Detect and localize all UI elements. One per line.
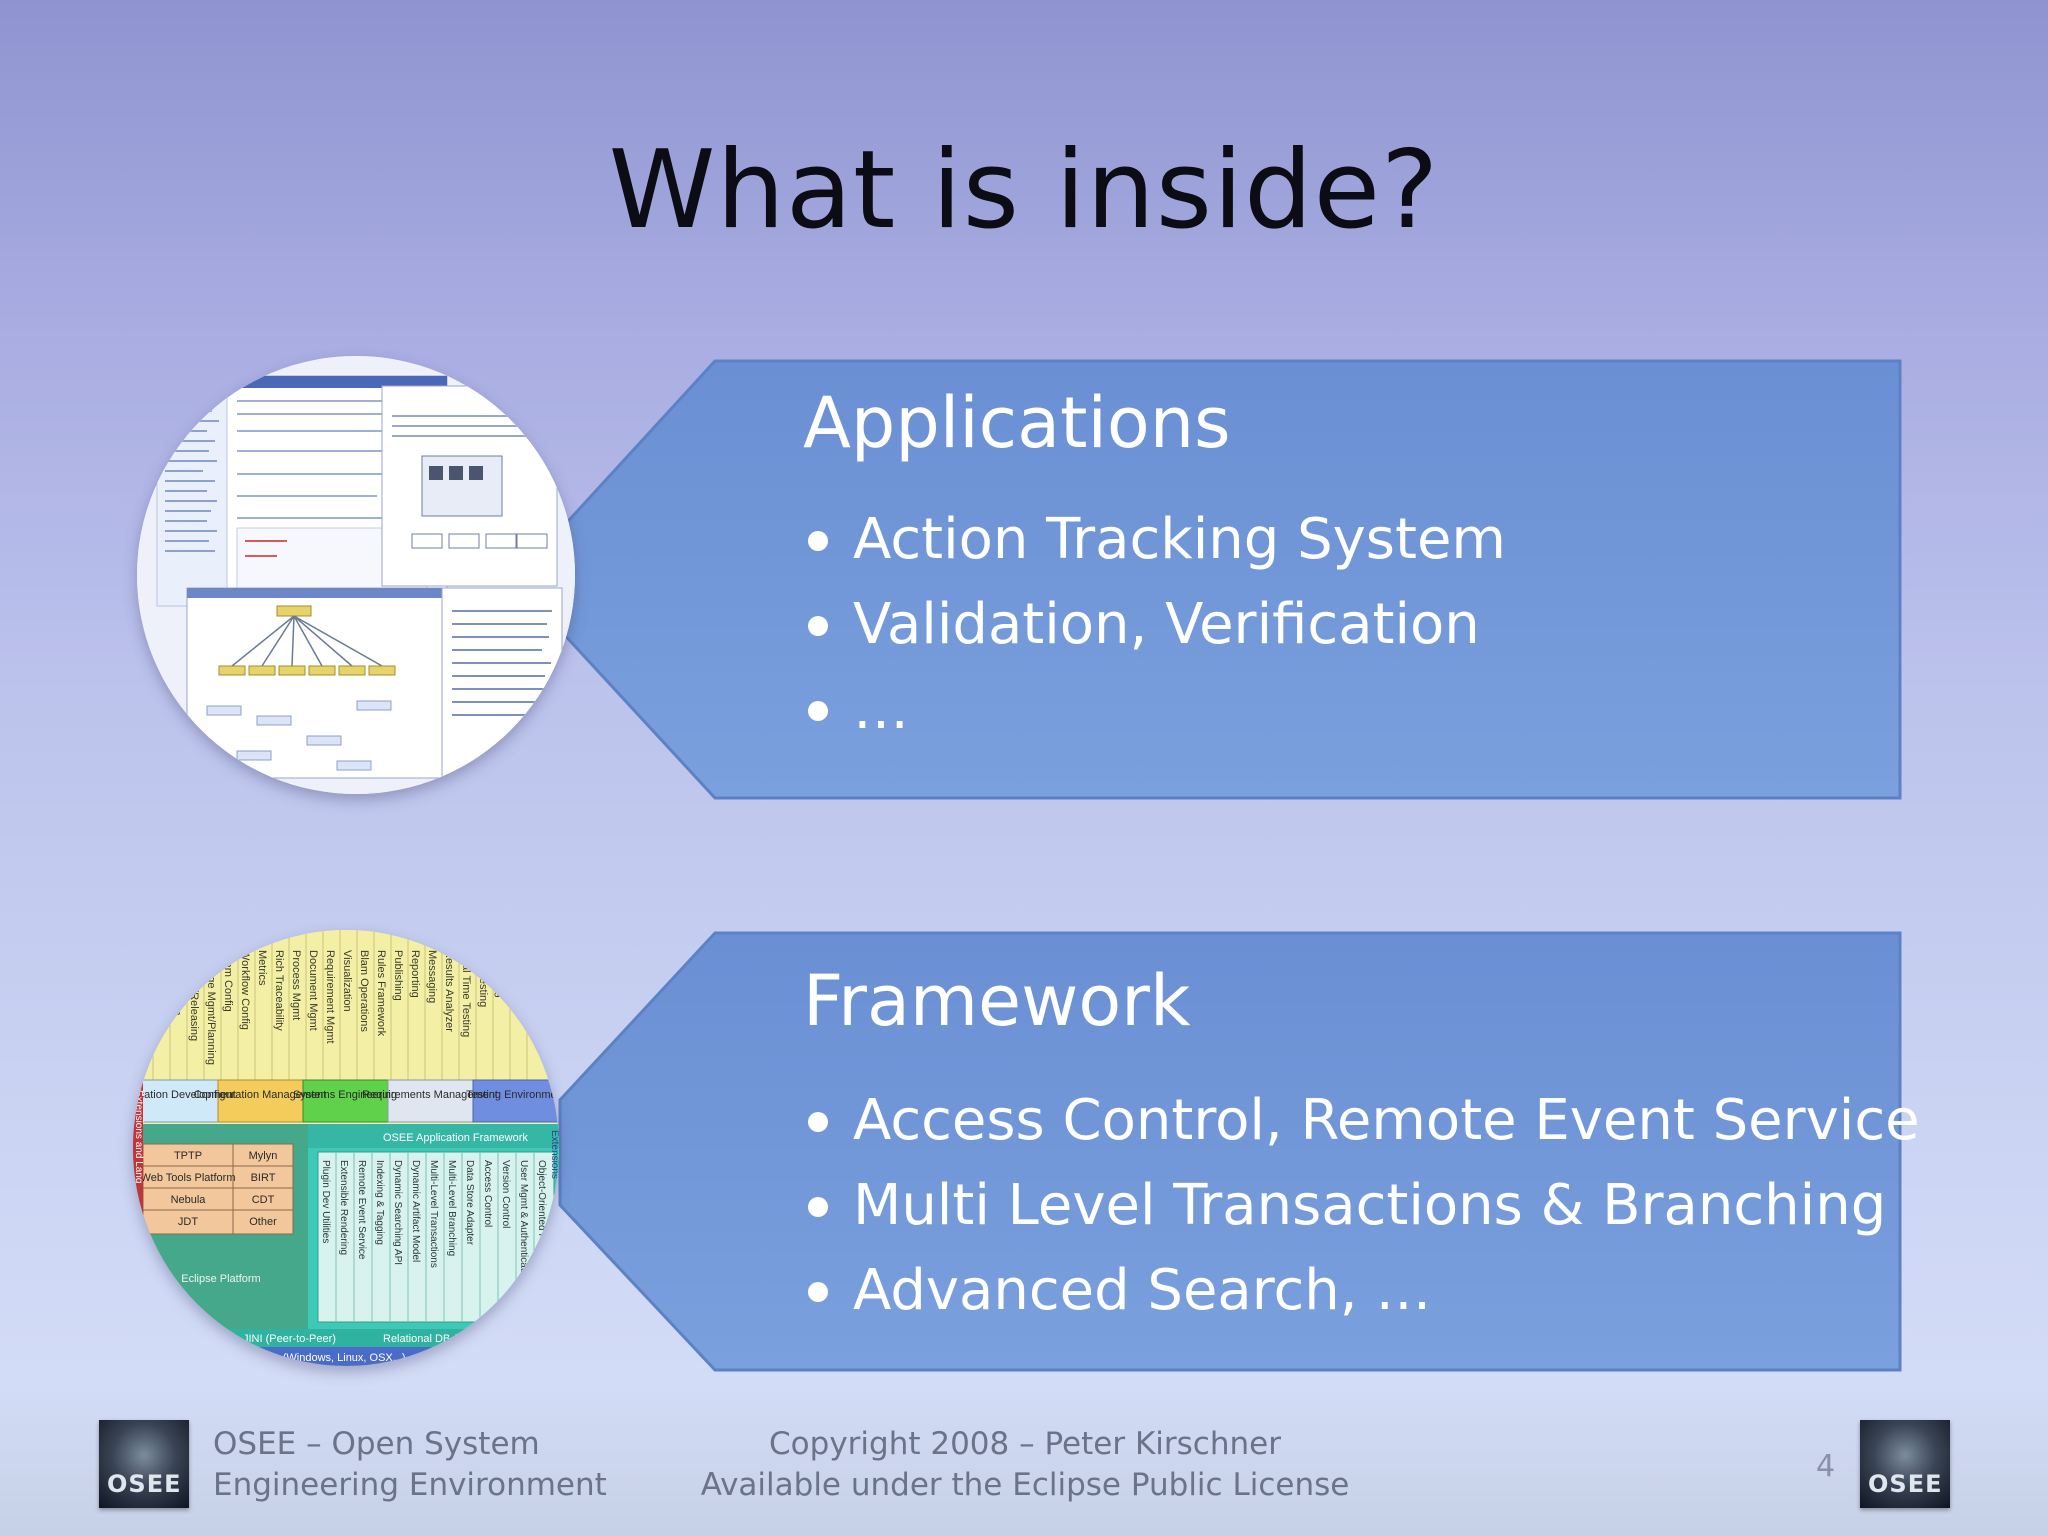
svg-text:OSEE Application Framework: OSEE Application Framework bbox=[383, 1132, 528, 1144]
svg-text:Indexing & Tagging: Indexing & Tagging bbox=[374, 1160, 385, 1245]
screenshot-collage-image bbox=[137, 356, 575, 794]
list-item: Access Control, Remote Event Service bbox=[803, 1078, 1920, 1163]
svg-text:Reporting: Reporting bbox=[409, 950, 421, 998]
svg-text:Plugin Dev Utilities: Plugin Dev Utilities bbox=[320, 1160, 331, 1243]
svg-text:Messaging: Messaging bbox=[426, 950, 438, 1003]
svg-text:User Mgmt & Authentication: User Mgmt & Authentication bbox=[518, 1160, 529, 1284]
footer-copyright: Copyright 2008 – Peter Kirschner Availab… bbox=[700, 1426, 1350, 1503]
framework-diagram-thumbnail: Scheduling Analyzer Security Reporting U… bbox=[133, 930, 559, 1366]
svg-text:Mylyn: Mylyn bbox=[249, 1150, 278, 1162]
svg-text:Multi-Level Branching: Multi-Level Branching bbox=[446, 1160, 457, 1256]
page-number: 4 bbox=[1816, 1449, 1836, 1484]
svg-text:Application Development: Application Development bbox=[133, 1089, 236, 1101]
svg-text:TPTP: TPTP bbox=[174, 1150, 202, 1162]
list-item: Validation, Verification bbox=[803, 582, 1506, 667]
svg-text:Nebula: Nebula bbox=[171, 1194, 207, 1206]
svg-text:Access Control: Access Control bbox=[482, 1160, 493, 1227]
list-item: Multi Level Transactions & Branching bbox=[803, 1163, 1920, 1248]
svg-text:Real Time Testing: Real Time Testing bbox=[460, 950, 472, 1037]
svg-text:CDT: CDT bbox=[252, 1194, 275, 1206]
svg-text:Dynamic Searching API: Dynamic Searching API bbox=[392, 1160, 403, 1265]
list-item: Advanced Search, … bbox=[803, 1248, 1920, 1333]
svg-text:Metrics: Metrics bbox=[256, 950, 268, 986]
svg-text:Extensions and Lang: Extensions and Lang bbox=[133, 1090, 144, 1183]
osee-logo-left: OSEE bbox=[99, 1420, 189, 1508]
list-item: Action Tracking System bbox=[803, 497, 1506, 582]
svg-text:Other: Other bbox=[249, 1216, 277, 1228]
svg-text:Web Tools Platform: Web Tools Platform bbox=[141, 1172, 236, 1184]
svg-text:Visualization: Visualization bbox=[341, 950, 353, 1012]
svg-text:JDT: JDT bbox=[178, 1216, 198, 1228]
svg-text:Blam Operations: Blam Operations bbox=[358, 950, 370, 1032]
svg-text:Data Store Adapter: Data Store Adapter bbox=[464, 1160, 475, 1246]
svg-text:Object-Oriented Persistence: Object-Oriented Persistence bbox=[536, 1160, 547, 1286]
svg-text:Workflow Config: Workflow Config bbox=[239, 950, 251, 1030]
framework-panel-shape bbox=[558, 931, 1902, 1372]
list-item: … bbox=[803, 667, 1506, 752]
svg-text:Multi-Level Transactions: Multi-Level Transactions bbox=[428, 1160, 439, 1268]
applications-heading: Applications bbox=[803, 382, 1231, 464]
svg-text:Dynamic Artifact Model: Dynamic Artifact Model bbox=[410, 1160, 421, 1262]
applications-screenshot-thumbnail bbox=[137, 356, 575, 794]
applications-bullet-list: Action Tracking System Validation, Verif… bbox=[803, 497, 1506, 752]
svg-text:Rules Framework: Rules Framework bbox=[375, 950, 387, 1037]
framework-heading: Framework bbox=[803, 960, 1191, 1042]
bullet-icon bbox=[808, 531, 828, 551]
svg-text:Publishing: Publishing bbox=[392, 950, 404, 1001]
svg-text:Extensible Rendering: Extensible Rendering bbox=[338, 1160, 349, 1255]
svg-text:Results Analyzer: Results Analyzer bbox=[443, 950, 455, 1032]
osee-logo-right: OSEE bbox=[1860, 1420, 1950, 1508]
framework-bullet-list: Access Control, Remote Event Service Mul… bbox=[803, 1078, 1920, 1333]
svg-text:Remote Event Service: Remote Event Service bbox=[356, 1160, 367, 1260]
svg-text:Extensions: Extensions bbox=[549, 1130, 559, 1179]
svg-text:Configuration Management: Configuration Management bbox=[194, 1089, 327, 1101]
svg-text:Process Mgmt: Process Mgmt bbox=[290, 950, 302, 1020]
svg-text:Rich Traceability: Rich Traceability bbox=[273, 950, 285, 1031]
svg-text:Requirement Mgmt: Requirement Mgmt bbox=[324, 950, 336, 1044]
svg-text:BIRT: BIRT bbox=[251, 1172, 276, 1184]
framework-architecture-diagram: Scheduling Analyzer Security Reporting U… bbox=[133, 930, 559, 1366]
bullet-icon bbox=[808, 1112, 828, 1132]
svg-text:Eclipse Platform: Eclipse Platform bbox=[181, 1273, 260, 1285]
svg-text:Testing Environment: Testing Environment bbox=[466, 1089, 559, 1101]
slide-title: What is inside? bbox=[608, 128, 1440, 253]
svg-text:Version Control: Version Control bbox=[500, 1160, 511, 1228]
svg-text:Requirements Management: Requirements Management bbox=[362, 1089, 498, 1101]
bullet-icon bbox=[808, 1197, 828, 1217]
svg-text:Document Mgmt: Document Mgmt bbox=[307, 950, 319, 1031]
bullet-icon bbox=[808, 1282, 828, 1302]
svg-text:Systems Engineering: Systems Engineering bbox=[293, 1089, 397, 1101]
bullet-icon bbox=[808, 701, 828, 721]
footer-organization: OSEE – Open System Engineering Environme… bbox=[213, 1426, 607, 1503]
bullet-icon bbox=[808, 616, 828, 636]
svg-text:JINI (Peer-to-Peer): JINI (Peer-to-Peer) bbox=[243, 1333, 336, 1345]
